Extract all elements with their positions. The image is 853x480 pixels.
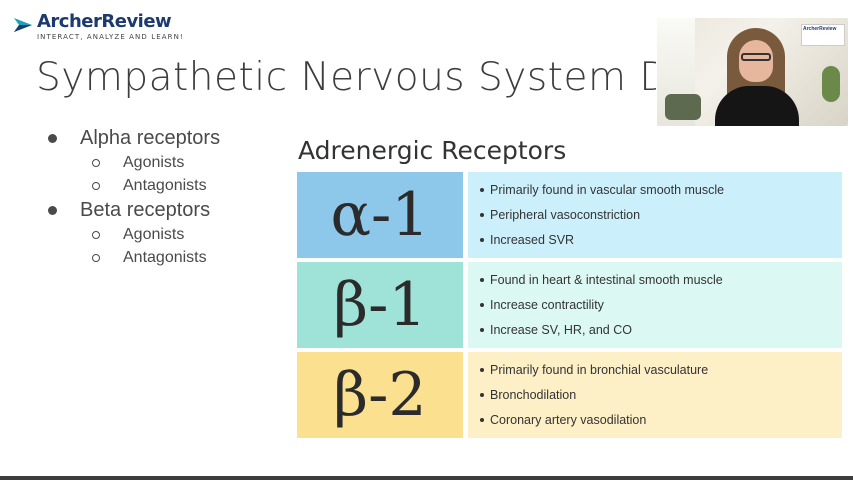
receptor-row-beta2: β-2 Primarily found in bronchial vascula… <box>297 352 842 438</box>
receptor-point: Coronary artery vasodilation <box>480 408 842 433</box>
outline-subitem: Antagonists <box>44 246 284 269</box>
outline-label: Beta receptors <box>80 199 211 221</box>
logo-tagline: INTERACT, ANALYZE AND LEARN! <box>37 33 184 41</box>
bullet-ring-icon <box>92 231 100 239</box>
receptor-point: Increase contractility <box>480 293 842 318</box>
receptor-symbol: β-1 <box>297 262 463 348</box>
receptor-description: Primarily found in bronchial vasculature… <box>468 352 842 438</box>
presenter-body <box>715 86 799 126</box>
receptor-point: Bronchodilation <box>480 383 842 408</box>
outline-sublabel: Agonists <box>123 154 185 171</box>
outline-subitem: Agonists <box>44 151 284 174</box>
outline-item-beta: Beta receptors <box>44 197 284 223</box>
webcam-plant <box>822 66 840 102</box>
outline-sublabel: Antagonists <box>123 249 207 266</box>
presenter-webcam: ArcherReview <box>657 18 848 126</box>
receptor-table-title: Adrenergic Receptors <box>298 136 567 165</box>
receptor-point: Primarily found in bronchial vasculature <box>480 358 842 383</box>
bullet-ring-icon <box>92 182 100 190</box>
bullet-dot-icon <box>48 134 57 143</box>
webcam-chair <box>665 94 701 120</box>
receptor-row-beta1: β-1 Found in heart & intestinal smooth m… <box>297 262 842 348</box>
presenter-glasses <box>741 53 771 61</box>
outline-item-alpha: Alpha receptors <box>44 125 284 151</box>
receptor-point: Increase SV, HR, and CO <box>480 318 842 343</box>
archer-review-logo: ArcherReview INTERACT, ANALYZE AND LEARN… <box>12 10 183 44</box>
receptor-row-alpha1: α-1 Primarily found in vascular smooth m… <box>297 172 842 258</box>
receptor-symbol: β-2 <box>297 352 463 438</box>
receptor-symbol: α-1 <box>297 172 463 258</box>
outline-sublabel: Antagonists <box>123 177 207 194</box>
receptor-point: Peripheral vasoconstriction <box>480 203 842 228</box>
logo-name: ArcherReview <box>37 11 172 32</box>
outline-subitem: Antagonists <box>44 174 284 197</box>
outline-sublabel: Agonists <box>123 226 185 243</box>
outline-subitem: Agonists <box>44 223 284 246</box>
bullet-ring-icon <box>92 254 100 262</box>
bullet-dot-icon <box>48 206 57 215</box>
receptor-description: Found in heart & intestinal smooth muscl… <box>468 262 842 348</box>
outline-label: Alpha receptors <box>80 127 221 149</box>
receptor-point: Primarily found in vascular smooth muscl… <box>480 178 842 203</box>
receptor-point: Increased SVR <box>480 228 842 253</box>
receptor-description: Primarily found in vascular smooth muscl… <box>468 172 842 258</box>
bottom-bar <box>0 476 853 480</box>
bullet-ring-icon <box>92 159 100 167</box>
archer-bird-icon <box>14 18 32 32</box>
presenter-face <box>739 40 773 82</box>
webcam-badge: ArcherReview <box>801 24 845 46</box>
topic-outline: Alpha receptors Agonists Antagonists Bet… <box>44 125 284 269</box>
slide-title: Sympathetic Nervous System Drugs <box>36 55 656 100</box>
receptor-point: Found in heart & intestinal smooth muscl… <box>480 268 842 293</box>
